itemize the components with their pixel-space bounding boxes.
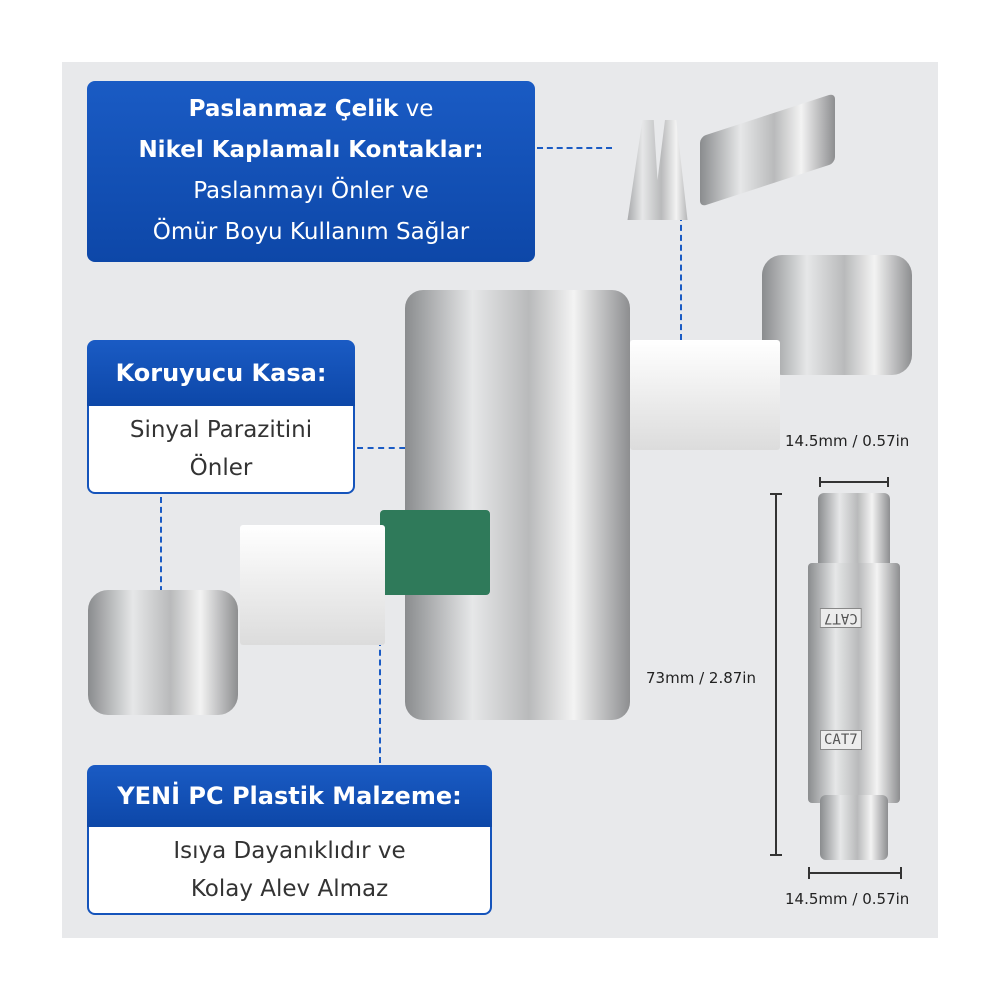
housing-leader-line-down bbox=[160, 497, 162, 602]
contacts-title-bold-1: Paslanmaz Çelik bbox=[188, 96, 399, 122]
pcb-board bbox=[380, 510, 490, 595]
coupler-body bbox=[808, 563, 900, 803]
length-bracket bbox=[770, 493, 782, 856]
coupler-top-barrel bbox=[818, 493, 890, 573]
coupler-top-label: CAT7 bbox=[820, 608, 862, 628]
contacts-title-bold-2: Nikel Kaplamalı Kontaklar: bbox=[138, 137, 484, 163]
white-connector-block-bottom bbox=[240, 525, 385, 645]
top-width-dimension: 14.5mm / 0.57in bbox=[785, 432, 910, 450]
shielded-housing-image bbox=[405, 290, 630, 720]
plastic-callout-title: YENİ PC Plastik Malzeme: bbox=[87, 765, 492, 827]
contacts-title-normal: ve bbox=[405, 96, 434, 122]
contacts-leader-line bbox=[537, 147, 612, 149]
housing-line-1: Sinyal Parazitini bbox=[129, 417, 313, 443]
white-connector-block-top bbox=[630, 340, 780, 450]
bottom-width-bracket bbox=[808, 867, 902, 879]
coupler-bottom-label: CAT7 bbox=[820, 730, 862, 750]
plastic-leader-line bbox=[379, 640, 381, 763]
housing-callout-body: Sinyal Parazitini Önler bbox=[87, 406, 355, 494]
contacts-callout: Paslanmaz Çelik ve Nikel Kaplamalı Konta… bbox=[87, 81, 535, 262]
housing-leader-line bbox=[357, 447, 437, 449]
contacts-line-3: Paslanmayı Önler ve bbox=[193, 178, 429, 204]
metal-sleeve-bottom-image bbox=[88, 590, 238, 715]
length-dimension: 73mm / 2.87in bbox=[646, 667, 756, 689]
plastic-line-2: Kolay Alev Almaz bbox=[190, 876, 389, 902]
bottom-width-dimension: 14.5mm / 0.57in bbox=[785, 890, 910, 908]
contacts-leader-line-vertical bbox=[680, 215, 682, 340]
housing-callout-title: Koruyucu Kasa: bbox=[87, 340, 355, 406]
metal-sleeve-top-image bbox=[762, 255, 912, 375]
top-width-bracket bbox=[819, 477, 889, 487]
housing-line-2: Önler bbox=[189, 455, 253, 481]
plastic-callout-body: Isıya Dayanıklıdır ve Kolay Alev Almaz bbox=[87, 827, 492, 915]
contacts-line-4: Ömür Boyu Kullanım Sağlar bbox=[152, 219, 470, 245]
coupler-bottom-barrel bbox=[820, 795, 888, 860]
plastic-line-1: Isıya Dayanıklıdır ve bbox=[173, 838, 406, 864]
